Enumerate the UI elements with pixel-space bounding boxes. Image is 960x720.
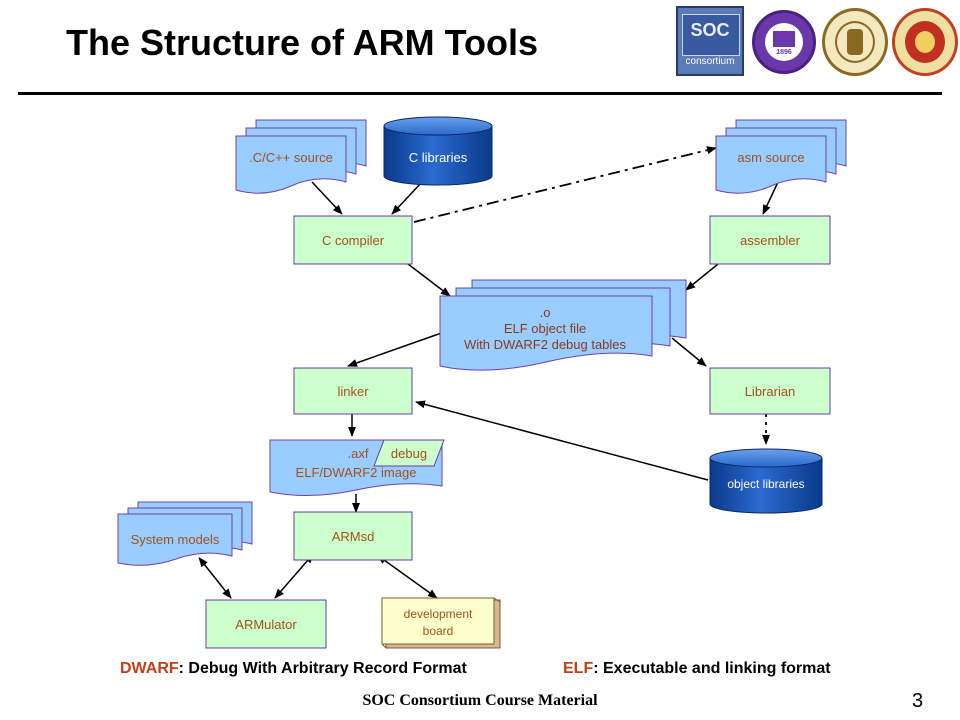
debug-tag-label: debug xyxy=(391,446,427,461)
object-file-line1: .o xyxy=(540,305,551,320)
system-models-docs: System models xyxy=(117,501,253,566)
c-compiler-box: C compiler xyxy=(293,215,413,265)
arrow-compiler-to-asm xyxy=(413,146,717,223)
university-seal-1: 1896 xyxy=(752,10,816,74)
arrow-models-armulator xyxy=(198,556,232,599)
assembler-label: assembler xyxy=(740,233,801,248)
armulator-label: ARMulator xyxy=(235,617,297,632)
assembler-box: assembler xyxy=(709,215,831,265)
arrow-source-to-compiler xyxy=(311,181,343,215)
c-compiler-label: C compiler xyxy=(322,233,385,248)
asm-source-docs: asm source xyxy=(715,119,847,194)
dev-board-box: development board xyxy=(381,597,501,649)
university-seal-2 xyxy=(822,8,888,76)
system-models-label: System models xyxy=(131,532,220,547)
soc-consortium-logo: SOC consortium xyxy=(676,6,744,76)
armsd-label: ARMsd xyxy=(332,529,375,544)
dev-board-line1: development xyxy=(404,607,473,621)
axf-line1: .axf xyxy=(348,446,369,461)
c-source-label: .C/C++ source xyxy=(249,150,333,165)
elf-definition: ELF: Executable and linking format xyxy=(563,660,831,678)
object-libraries-db: object libraries xyxy=(709,448,823,514)
linker-box: linker xyxy=(293,367,413,415)
asm-source-label: asm source xyxy=(737,150,804,165)
footer: SOC Consortium Course Material xyxy=(362,692,598,709)
object-file-docs: .o ELF object file With DWARF2 debug tab… xyxy=(439,279,687,371)
university-seal-3 xyxy=(892,8,958,76)
arrow-armsd-armulator xyxy=(274,553,314,599)
arrow-clib-to-compiler xyxy=(391,181,423,215)
axf-line2: ELF/DWARF2 image xyxy=(296,465,417,480)
dwarf-def-text: : Debug With Arbitrary Record Format xyxy=(178,660,467,677)
c-source-docs: .C/C++ source xyxy=(235,119,367,194)
arrow-objlib-to-linker xyxy=(415,400,709,481)
arrow-object-to-linker xyxy=(347,329,451,367)
elf-term: ELF xyxy=(563,660,594,677)
linker-label: linker xyxy=(337,384,369,399)
arrow-asm-to-assembler xyxy=(762,181,779,215)
object-file-line2: ELF object file xyxy=(504,321,586,336)
dwarf-definition: DWARF: Debug With Arbitrary Record Forma… xyxy=(120,660,467,678)
dwarf-term: DWARF xyxy=(120,660,179,677)
page-number: 3 xyxy=(912,690,924,712)
object-file-line3: With DWARF2 debug tables xyxy=(464,337,627,352)
arrows xyxy=(198,146,779,599)
arrow-object-to-librarian xyxy=(671,337,707,367)
librarian-box: Librarian xyxy=(709,367,831,415)
object-libraries-label: object libraries xyxy=(727,477,804,491)
elf-def-text: : Executable and linking format xyxy=(593,660,831,677)
dev-board-line2: board xyxy=(423,624,454,638)
c-libraries-db: C libraries xyxy=(383,116,493,186)
slide-title: The Structure of ARM Tools xyxy=(66,22,538,63)
armulator-box: ARMulator xyxy=(205,599,327,649)
arrow-compiler-to-object xyxy=(407,263,451,297)
librarian-label: Librarian xyxy=(745,384,796,399)
armsd-box: ARMsd xyxy=(293,511,413,561)
c-libraries-label: C libraries xyxy=(409,150,468,165)
arrow-assembler-to-object xyxy=(685,263,719,291)
debug-tag xyxy=(373,439,445,467)
axf-image-doc: debug .axf ELF/DWARF2 image xyxy=(269,439,445,497)
arrow-armsd-devboard xyxy=(376,554,438,599)
title-rule xyxy=(18,92,942,95)
